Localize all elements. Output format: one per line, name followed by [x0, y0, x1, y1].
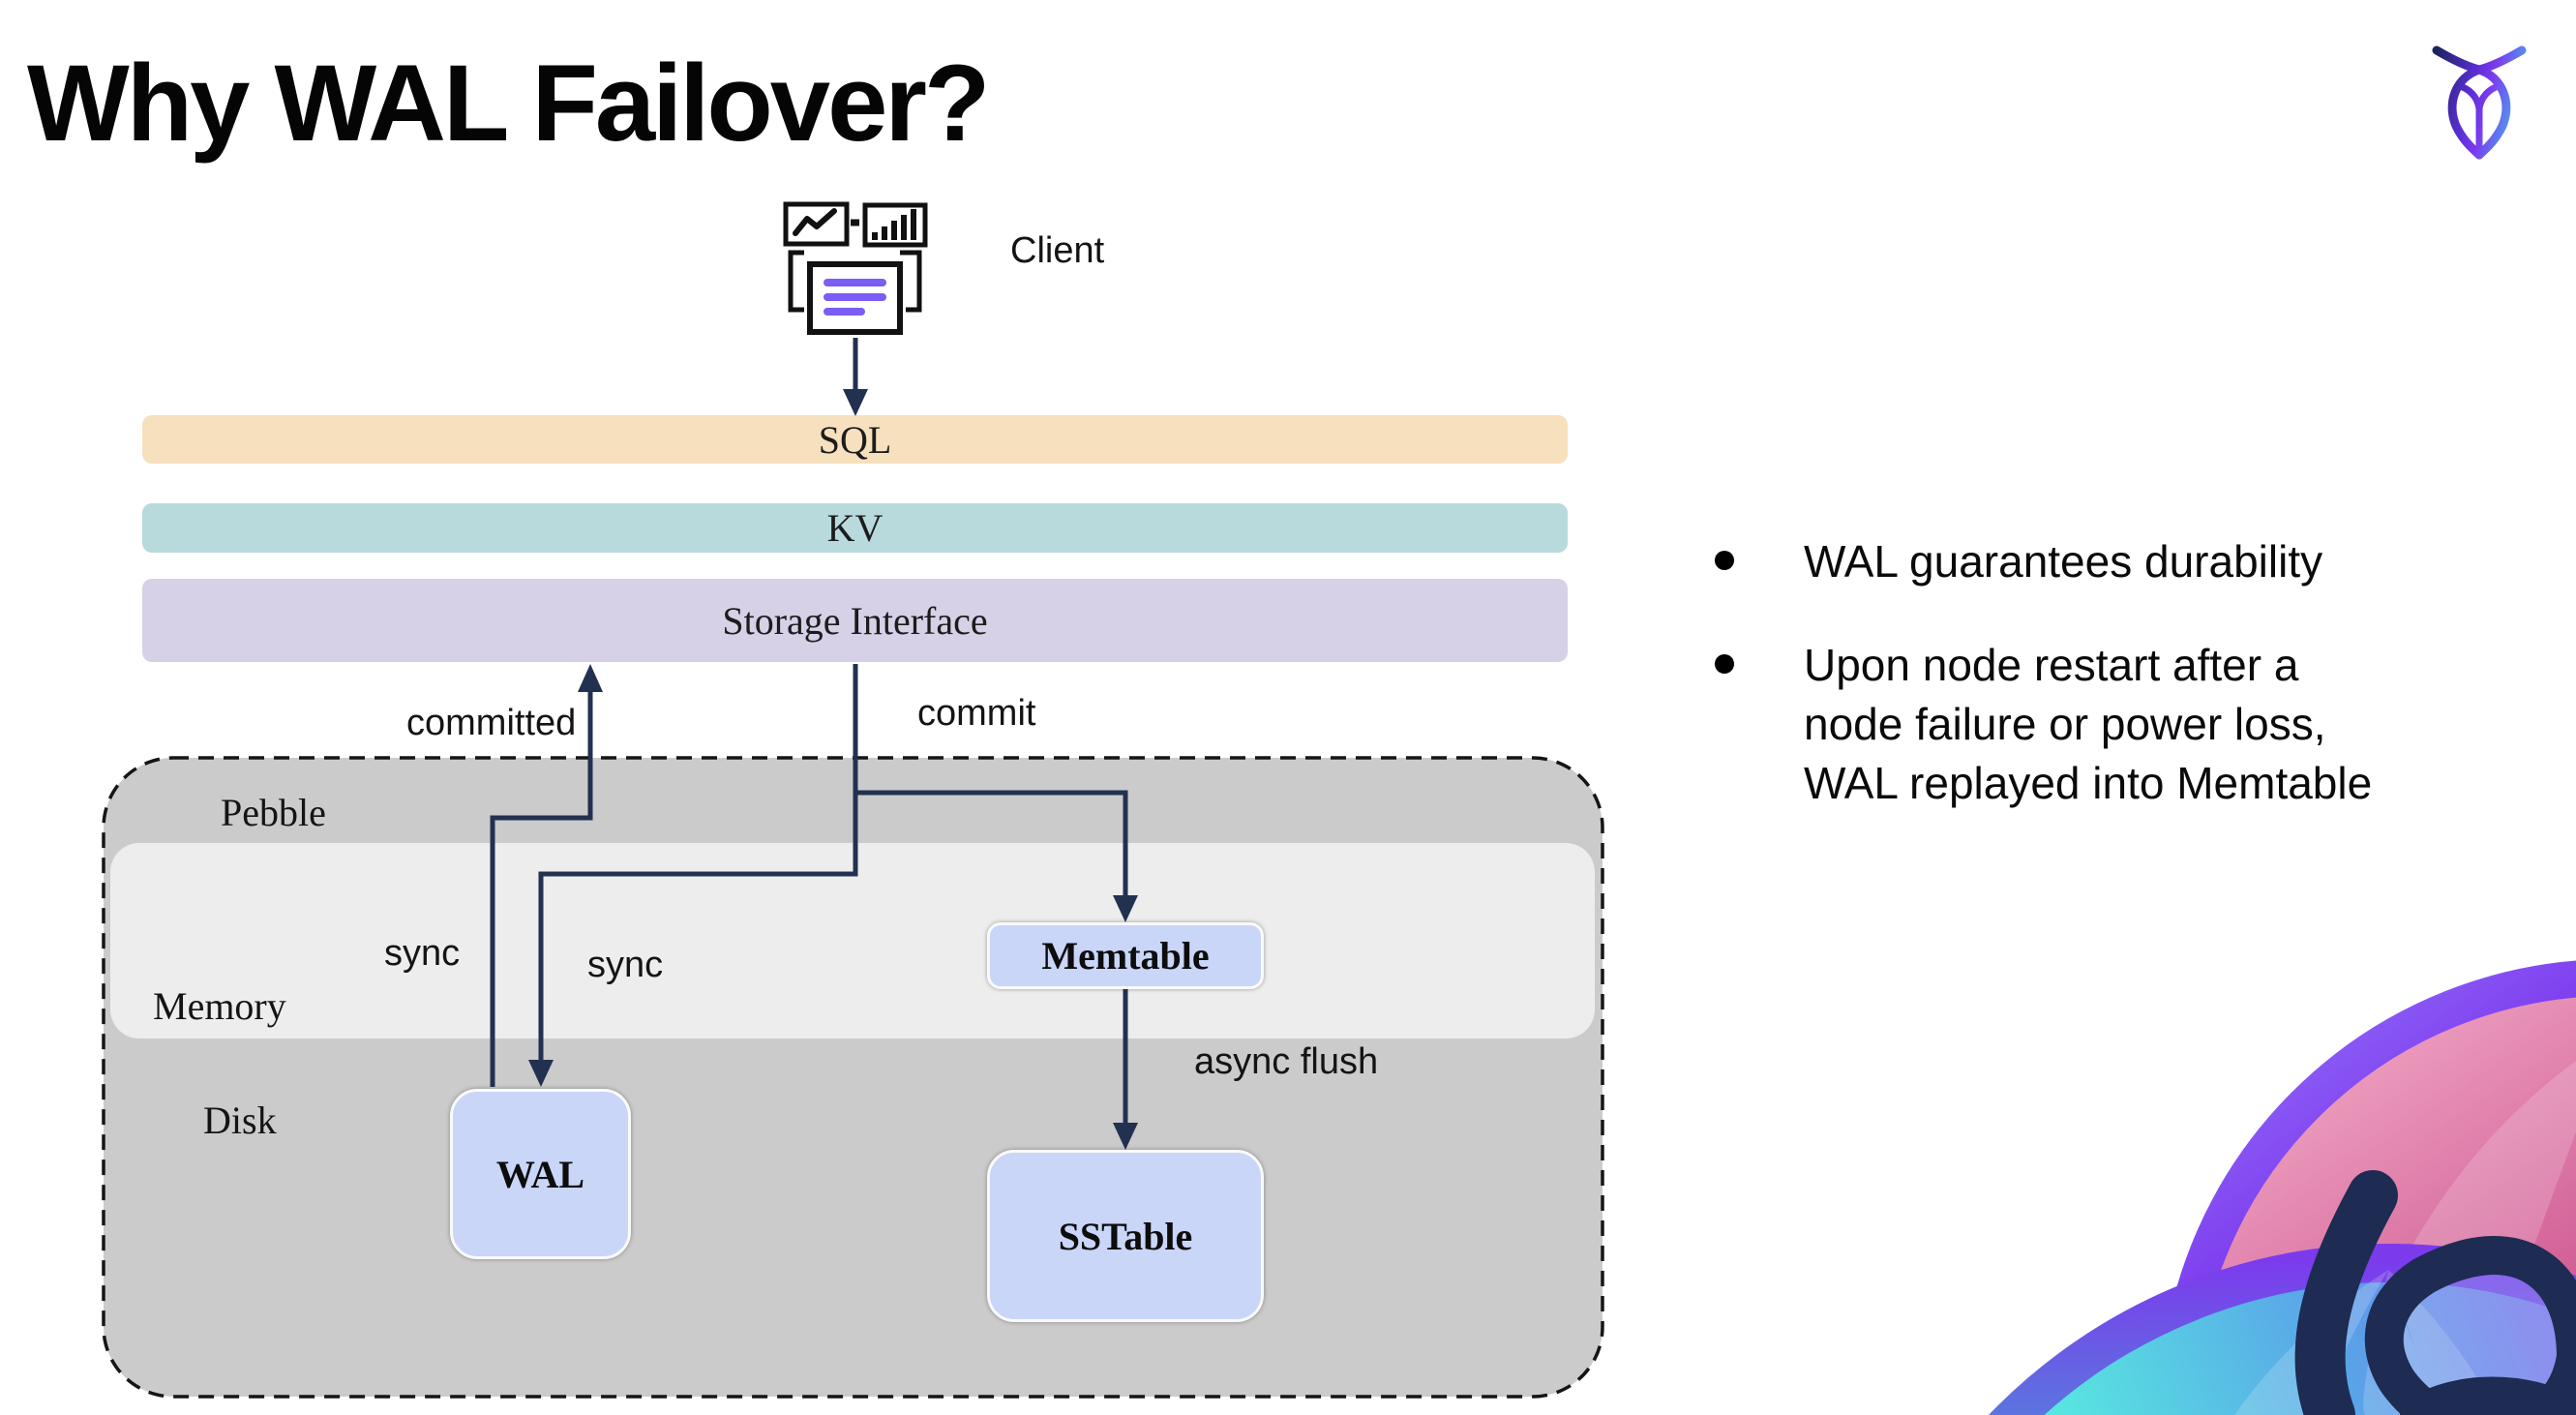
committed-edge-label: committed: [406, 703, 577, 743]
cockroachdb-logo-icon: [2432, 45, 2527, 160]
bullet-dot-icon: [1715, 551, 1734, 570]
bullet-list: WAL guarantees durability Upon node rest…: [1715, 532, 2518, 813]
arrowhead-into-sstable: [1113, 1123, 1138, 1150]
memory-band: [110, 843, 1595, 1039]
client-label: Client: [1010, 230, 1105, 271]
async-flush-edge-label: async flush: [1194, 1041, 1379, 1082]
wal-node: WAL: [450, 1089, 631, 1259]
edge-committed: [490, 691, 593, 1087]
bullet-dot-icon: [1715, 654, 1734, 674]
edge-commit-to-wal: [538, 664, 858, 1062]
arrowhead-into-sql: [843, 389, 868, 416]
edge-commit-to-memtable: [855, 790, 1128, 897]
list-item: WAL guarantees durability: [1715, 532, 2518, 591]
layer-bar-sql: SQL: [142, 415, 1568, 464]
memory-label: Memory: [153, 984, 286, 1028]
memtable-node: Memtable: [987, 922, 1264, 989]
pebble-label: Pebble: [221, 791, 326, 834]
commit-edge-label: commit: [917, 693, 1036, 734]
sync-left-edge-label: sync: [384, 933, 461, 974]
cockroach-brand-graphic: [1989, 960, 2576, 1415]
bullet-text: WAL guarantees durability: [1804, 536, 2323, 587]
arrowhead-into-wal: [528, 1060, 554, 1087]
layer-bar-kv: KV: [142, 503, 1568, 553]
list-item: Upon node restart after a node failure o…: [1715, 636, 2518, 813]
page-title: Why WAL Failover?: [27, 43, 990, 164]
arrowheads: [528, 389, 1138, 1150]
sstable-node: SSTable: [987, 1150, 1264, 1322]
bullet-text: Upon node restart after a node failure o…: [1804, 640, 2373, 808]
sync-right-edge-label: sync: [587, 945, 664, 985]
arrowhead-into-storage: [578, 664, 603, 692]
arrowhead-into-memtable: [1113, 895, 1138, 922]
layer-bar-storage-interface: Storage Interface: [142, 579, 1568, 662]
disk-label: Disk: [203, 1099, 277, 1142]
client-terminals-icon: [783, 201, 928, 335]
edges: [490, 338, 1128, 1125]
